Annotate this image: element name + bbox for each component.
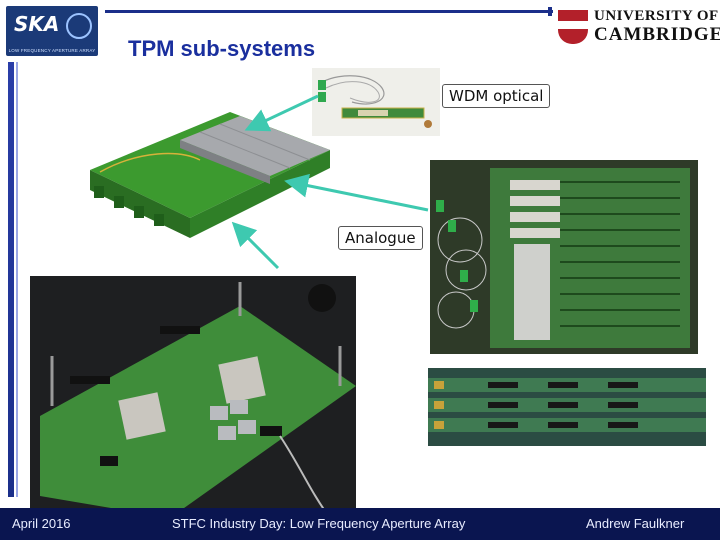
- wdm-optical-photo: [312, 68, 440, 136]
- wdm-optical-callout: WDM optical: [442, 84, 551, 108]
- ska-logo-subtitle: LOW FREQUENCY APERTURE ARRAY: [8, 48, 96, 53]
- page-title: TPM sub-systems: [128, 36, 316, 61]
- analogue-arrow-upper: [284, 173, 429, 212]
- ska-logo-text: SKA: [14, 12, 60, 36]
- top-rule-end: [548, 7, 552, 16]
- top-rule: [105, 10, 553, 13]
- globe-icon: [66, 13, 92, 39]
- footer-date: April 2016: [12, 516, 71, 531]
- tpm-board-photo: [30, 276, 356, 518]
- tpm-render: [80, 90, 345, 270]
- left-rule-accent: [16, 62, 18, 497]
- cambridge-crest-icon: [558, 10, 588, 44]
- footer-bar: April 2016 STFC Industry Day: Low Freque…: [0, 508, 720, 540]
- analogue-callout: Analogue: [338, 226, 423, 250]
- analogue-board-photo: [430, 160, 698, 354]
- wdm-arrow: [244, 94, 319, 132]
- left-rule: [8, 62, 14, 497]
- footer-event: STFC Industry Day: Low Frequency Apertur…: [172, 516, 466, 531]
- ska-logo: SKA LOW FREQUENCY APERTURE ARRAY: [6, 6, 98, 56]
- university-name-line1: UNIVERSITY OF: [594, 8, 719, 24]
- component-strip-photo: [428, 368, 706, 446]
- footer-author: Andrew Faulkner: [586, 516, 685, 531]
- university-name-line2: CAMBRIDGE: [594, 24, 720, 45]
- analogue-arrow-lower: [231, 221, 280, 270]
